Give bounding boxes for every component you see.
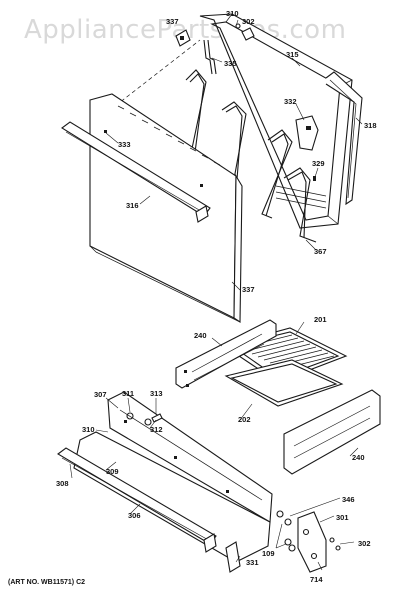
label-310-top: 310 (226, 9, 239, 18)
drawer-handle (57, 447, 217, 553)
door-bracket (295, 115, 319, 151)
drawer-corner-bracket (225, 541, 241, 573)
rack-hangers (185, 69, 317, 243)
part-labels: 337 310 302 335 315 318 332 333 329 316 … (56, 9, 377, 584)
label-307: 307 (94, 390, 107, 399)
label-306: 306 (128, 511, 141, 520)
outer-door-panel (89, 93, 243, 324)
door-handle (61, 121, 211, 223)
label-312: 312 (150, 425, 163, 434)
label-202: 202 (238, 415, 251, 424)
leader-lines (69, 19, 363, 571)
label-316: 316 (126, 201, 139, 210)
door-hinge-arm (203, 39, 217, 75)
broiler-right-panel (283, 389, 381, 475)
label-315: 315 (286, 50, 299, 59)
label-346: 346 (342, 495, 355, 504)
label-337-top: 337 (166, 17, 179, 26)
label-302-top: 302 (242, 17, 255, 26)
label-337: 337 (242, 285, 255, 294)
top-hinge-parts (175, 23, 255, 47)
label-311: 311 (122, 389, 134, 398)
broiler-left-rail (175, 319, 277, 389)
label-335: 335 (224, 59, 237, 68)
label-331: 331 (246, 558, 259, 567)
door-liner-frame (199, 13, 353, 229)
label-201: 201 (314, 315, 327, 324)
label-109: 109 (262, 549, 275, 558)
hinge-plate-assembly (276, 510, 341, 573)
alignment-dashed-line (109, 39, 201, 111)
art-number: (ART NO. WB11571) C2 (8, 579, 85, 586)
broiler-pan-insert (224, 359, 344, 407)
label-367: 367 (314, 247, 327, 256)
label-714: 714 (310, 575, 323, 584)
label-240-right: 240 (352, 453, 365, 462)
label-308: 308 (56, 479, 69, 488)
label-333: 333 (118, 140, 131, 149)
door-gasket-strip (325, 71, 363, 206)
label-240-left: 240 (194, 331, 207, 340)
label-302: 302 (358, 539, 371, 548)
label-318: 318 (364, 121, 377, 130)
label-332: 332 (284, 97, 297, 106)
label-329: 329 (312, 159, 325, 168)
drawer-small-parts (126, 412, 163, 426)
label-309: 309 (106, 467, 119, 476)
label-301: 301 (336, 513, 349, 522)
label-313: 313 (150, 389, 163, 398)
label-310-drawer: 310 (82, 425, 95, 434)
